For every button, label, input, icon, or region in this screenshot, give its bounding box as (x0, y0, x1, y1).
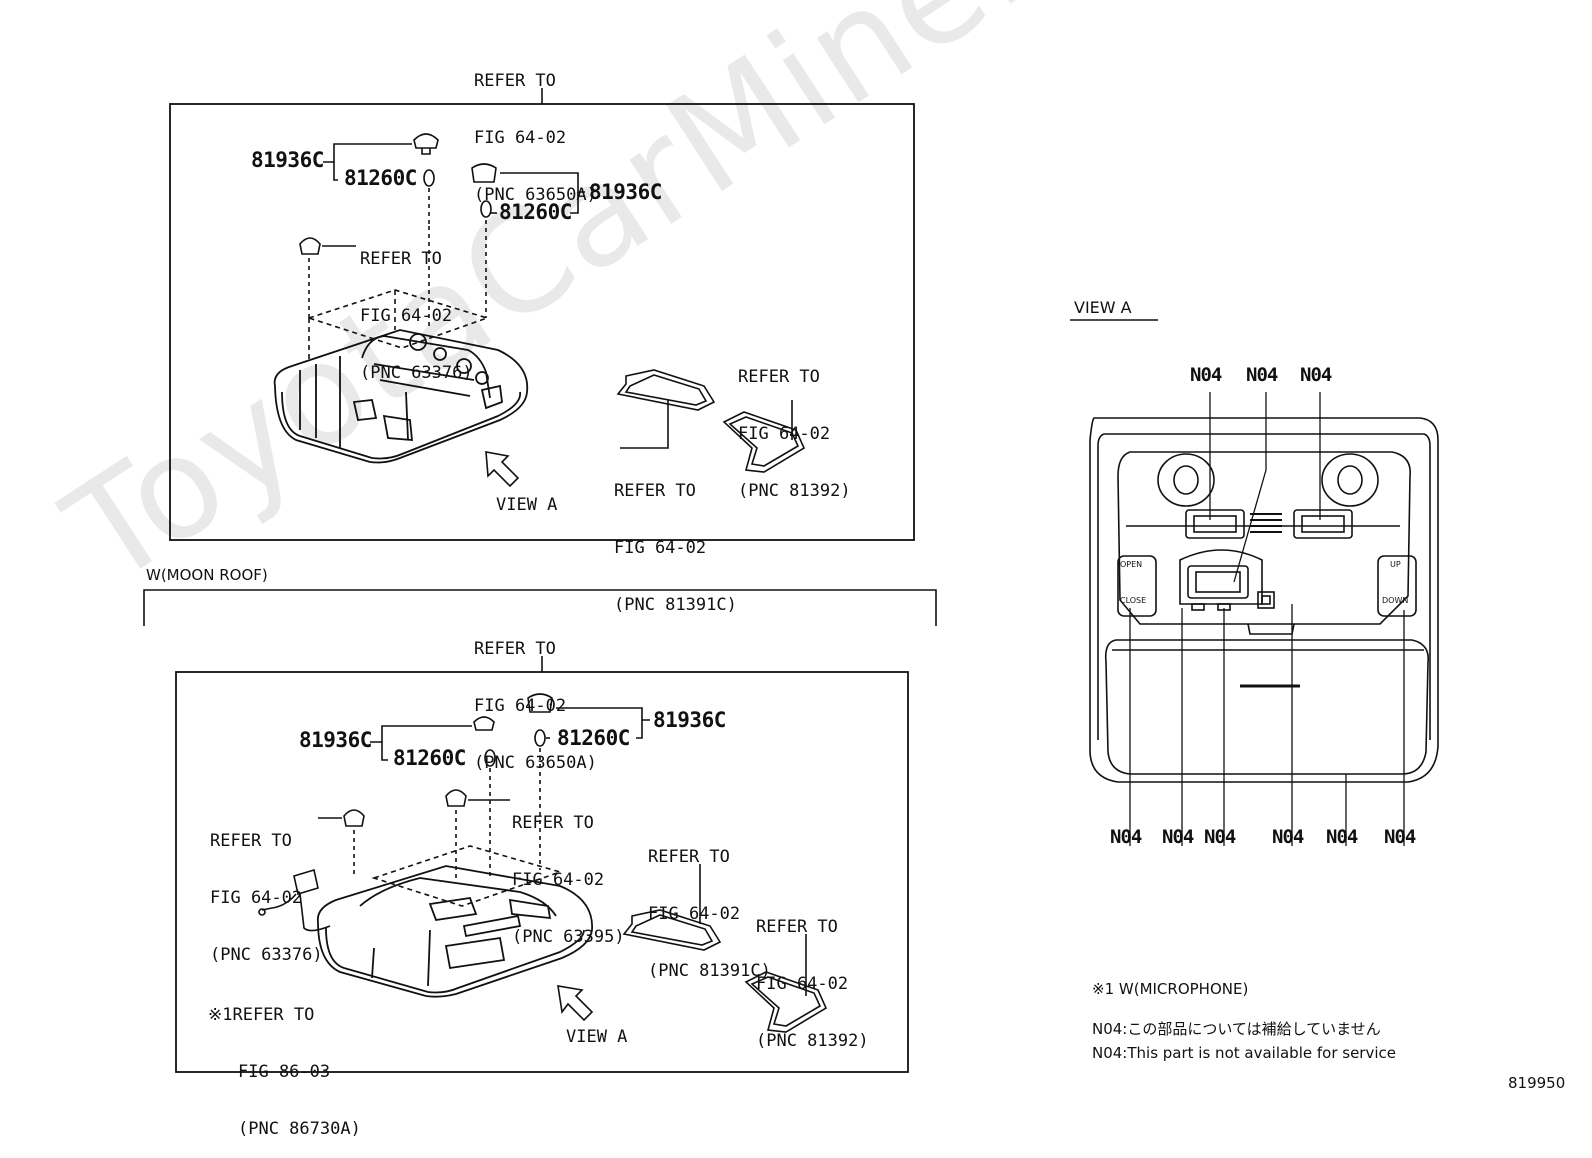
clip-icon (445, 789, 467, 807)
refer-line: (PNC 63395) (512, 927, 625, 947)
refer-line: (PNC 63650A) (474, 753, 597, 773)
view-a-label-bottom[interactable]: VIEW A (566, 1027, 628, 1047)
refer-81392-bottom: REFER TO FIG 64-02 (PNC 81392) (756, 880, 869, 1070)
moonroof-tilt-switch (1187, 565, 1249, 599)
figure-number: 819950 (1508, 1074, 1566, 1092)
refer-81391c-bottom: REFER TO FIG 64-02 (PNC 81391C) (648, 810, 771, 1000)
n04-label: N04 (1110, 826, 1142, 848)
map-lamp-switch-right (1293, 509, 1353, 539)
clip-icon (299, 237, 321, 255)
up-button-label[interactable]: UP (1390, 560, 1401, 569)
refer-line: FIG 64-02 (210, 888, 303, 908)
refer-line: FIG 64-02 (474, 696, 567, 716)
refer-line: (PNC 63376) (360, 363, 473, 383)
bulb-icon (484, 749, 496, 767)
refer-line: REFER TO (210, 831, 292, 851)
n04-leaders (1129, 392, 1405, 846)
open-button-label[interactable]: OPEN (1120, 560, 1143, 569)
close-button-label[interactable]: CLOSE (1120, 596, 1147, 605)
refer-81392-top: REFER TO FIG 64-02 (PNC 81392) (738, 330, 851, 520)
clip-icon (473, 716, 495, 731)
roof-console-lamp-moonroof (316, 865, 593, 998)
n04-label: N04 (1384, 826, 1416, 848)
n04-label: N04 (1272, 826, 1304, 848)
refer-line: REFER TO (614, 481, 696, 501)
note-n04-ja: N04:この部品については補給していません (1092, 1020, 1381, 1038)
refer-63650a-top: REFER TO FIG 64-02 (PNC 63650A) (474, 34, 597, 224)
down-button-label[interactable]: DOWN (1382, 596, 1409, 605)
gasket-81391c (616, 369, 716, 411)
refer-line: (PNC 63650A) (474, 185, 597, 205)
refer-line: (PNC 86730A) (238, 1119, 361, 1139)
n04-label: N04 (1326, 826, 1358, 848)
part-81936c-left-b[interactable]: 81936C (299, 728, 372, 752)
gasket-81391c (622, 909, 722, 951)
refer-line: REFER TO (360, 249, 442, 269)
refer-line: (PNC 63376) (210, 945, 323, 965)
clip-icon (471, 163, 497, 183)
up-down-switch (1377, 555, 1417, 617)
refer-81391c-top: REFER TO FIG 64-02 (PNC 81391C) (614, 444, 737, 634)
moon-roof-bracket (143, 589, 937, 626)
microphone-grille (1257, 591, 1275, 609)
refer-63376-top: REFER TO FIG 64-02 (PNC 63376) (360, 212, 473, 402)
clip-icon (343, 809, 365, 827)
refer-63650a-bottom: REFER TO FIG 64-02 (PNC 63650A) (474, 602, 597, 792)
refer-line: FIG 64-02 (360, 306, 453, 326)
diagram-artwork (143, 88, 1439, 1073)
refer-line: (PNC 81391C) (648, 961, 771, 981)
refer-line: FIG 64-02 (614, 538, 707, 558)
moon-roof-group-title: W(MOON ROOF) (146, 566, 268, 584)
refer-line: (PNC 81392) (738, 481, 851, 501)
n04-label: N04 (1300, 364, 1332, 386)
microphone-assembly (258, 868, 331, 932)
open-close-switch (1117, 555, 1157, 617)
n04-label: N04 (1204, 826, 1236, 848)
clip-icon (527, 693, 553, 713)
refer-line: FIG 64-02 (756, 974, 849, 994)
part-81936c-left[interactable]: 81936C (251, 148, 324, 172)
part-81936c-right-b[interactable]: 81936C (653, 708, 726, 732)
refer-line: REFER TO (756, 917, 838, 937)
n04-label: N04 (1246, 364, 1278, 386)
view-arrow (557, 985, 594, 1022)
n04-label: N04 (1162, 826, 1194, 848)
map-lamp-switch-left (1185, 509, 1245, 539)
part-81936c-right[interactable]: 81936C (589, 180, 662, 204)
n04-label: N04 (1190, 364, 1222, 386)
note-n04-en: N04:This part is not available for servi… (1092, 1044, 1396, 1062)
view-arrow (485, 451, 520, 488)
refer-line: FIG 64-02 (648, 904, 741, 924)
refer-63376-bottom: REFER TO FIG 64-02 (PNC 63376) (210, 794, 323, 984)
view-a-title: VIEW A (1074, 298, 1132, 317)
bulb-icon (534, 729, 546, 747)
part-81260c-left[interactable]: 81260C (344, 166, 417, 190)
roof-console-lamp (273, 329, 529, 464)
clip-icon (413, 133, 439, 149)
refer-line: ※1REFER TO (208, 1005, 315, 1025)
refer-63395-bottom: REFER TO FIG 64-02 (PNC 63395) (512, 776, 625, 966)
view-a-console (1089, 417, 1439, 783)
refer-line: REFER TO (512, 813, 594, 833)
view-a-label-top[interactable]: VIEW A (496, 495, 558, 515)
refer-86730a-bottom: ※1REFER TO FIG 86-03 (PNC 86730A) (208, 968, 361, 1158)
refer-line: FIG 64-02 (738, 424, 831, 444)
part-81260c-left-b[interactable]: 81260C (393, 746, 466, 770)
refer-line: FIG 86-03 (238, 1062, 331, 1082)
refer-line: FIG 64-02 (474, 128, 567, 148)
refer-line: (PNC 81391C) (614, 595, 737, 615)
refer-line: REFER TO (474, 71, 556, 91)
refer-line: REFER TO (648, 847, 730, 867)
refer-line: FIG 64-02 (512, 870, 605, 890)
bulb-icon (423, 169, 435, 187)
refer-line: (PNC 81392) (756, 1031, 869, 1051)
part-81260c-right[interactable]: 81260C (499, 200, 572, 224)
refer-line: REFER TO (738, 367, 820, 387)
refer-line: REFER TO (474, 639, 556, 659)
gasket-81392 (744, 971, 828, 1033)
gasket-81392 (722, 411, 806, 473)
note-microphone: ※1 W(MICROPHONE) (1092, 980, 1249, 998)
bulb-icon (480, 200, 492, 218)
part-81260c-right-b[interactable]: 81260C (557, 726, 630, 750)
